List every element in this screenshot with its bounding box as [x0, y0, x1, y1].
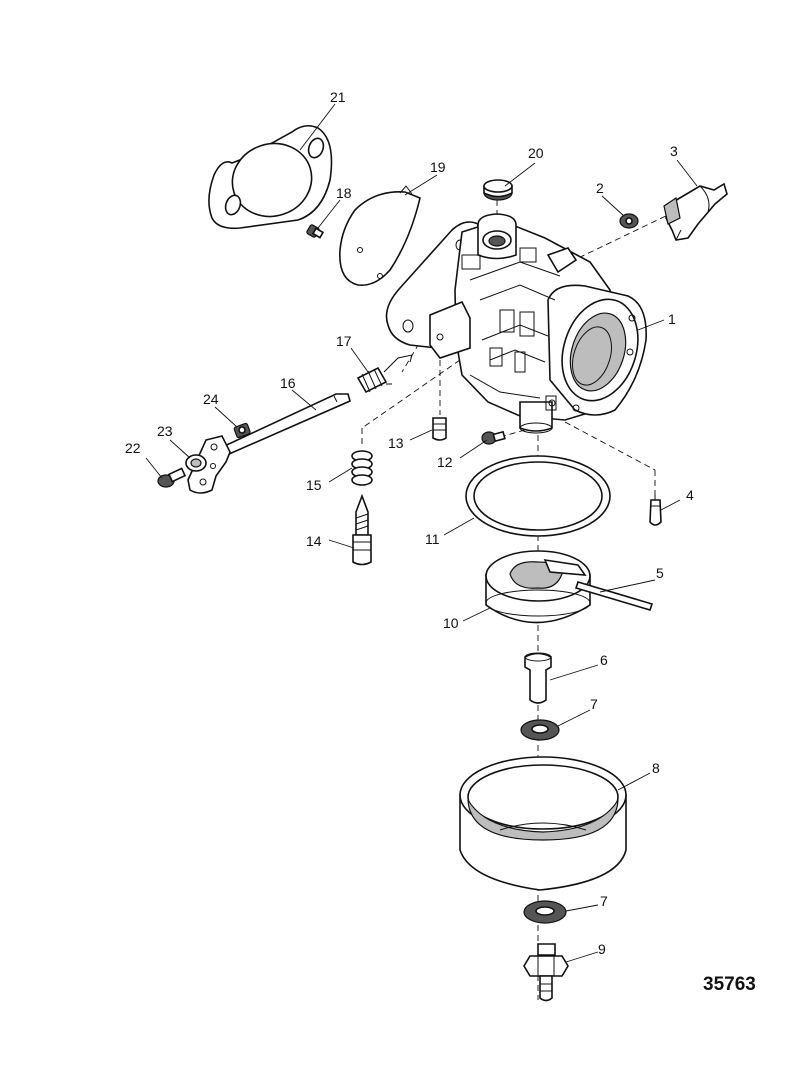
mixture-screw-part-14: [352, 493, 372, 566]
callout-1: 1: [668, 311, 676, 327]
callout-9: 9: [598, 941, 606, 957]
callout-11: 11: [425, 531, 440, 547]
jet-part-13: [432, 417, 447, 441]
callout-4: 4: [686, 487, 694, 503]
callout-16: 16: [280, 375, 296, 391]
figure-number: 35763: [703, 974, 756, 995]
gasket-part-21: [208, 124, 333, 230]
float-pin-part-5: [574, 581, 654, 611]
washer-part-7-upper: [520, 719, 560, 741]
callout-3: 3: [670, 143, 678, 159]
washer-part-7-lower: [523, 900, 567, 924]
callout-2: 2: [596, 180, 604, 196]
carburetor-body-part-1: [385, 213, 647, 434]
float-part-10: [485, 550, 591, 624]
callout-5: 5: [656, 565, 664, 581]
nut-part-24: [233, 422, 251, 439]
callout-20: 20: [528, 145, 544, 161]
callout-8: 8: [652, 760, 660, 776]
callout-13: 13: [388, 435, 404, 451]
callout-labels: 21 19 18 20 2 3 1 17 16 24 23 22 13 12 1…: [125, 89, 694, 957]
main-jet-part-6: [524, 652, 552, 704]
leader-lines: [145, 103, 698, 963]
callout-17: 17: [336, 333, 352, 349]
callout-7-upper: 7: [590, 696, 598, 712]
callout-19: 19: [430, 159, 446, 175]
spring-part-17: [356, 354, 413, 394]
callout-23: 23: [157, 423, 173, 439]
plug-part-20: [483, 179, 513, 201]
fuel-fitting-part-3: [663, 182, 728, 241]
callout-22: 22: [125, 440, 141, 456]
o-ring-part-11: [465, 455, 611, 537]
cover-plate-part-19: [339, 185, 421, 287]
callout-18: 18: [336, 185, 352, 201]
bushing-part-23: [185, 454, 207, 472]
screw-part-18: [306, 224, 325, 239]
washer-part-2: [619, 213, 639, 229]
callout-7-lower: 7: [600, 893, 608, 909]
callout-12: 12: [437, 454, 453, 470]
drain-fitting-part-9: [523, 943, 569, 1002]
callout-14: 14: [306, 533, 322, 549]
callout-10: 10: [443, 615, 459, 631]
spring-part-15: [351, 450, 373, 486]
inlet-needle-part-4: [649, 494, 662, 526]
float-bowl-part-8: [459, 756, 627, 891]
callout-24: 24: [203, 391, 219, 407]
callout-21: 21: [330, 89, 346, 105]
throttle-shaft-part-16: [187, 393, 351, 494]
callout-15: 15: [306, 477, 322, 493]
callout-6: 6: [600, 652, 608, 668]
screw-part-12: [481, 430, 506, 445]
